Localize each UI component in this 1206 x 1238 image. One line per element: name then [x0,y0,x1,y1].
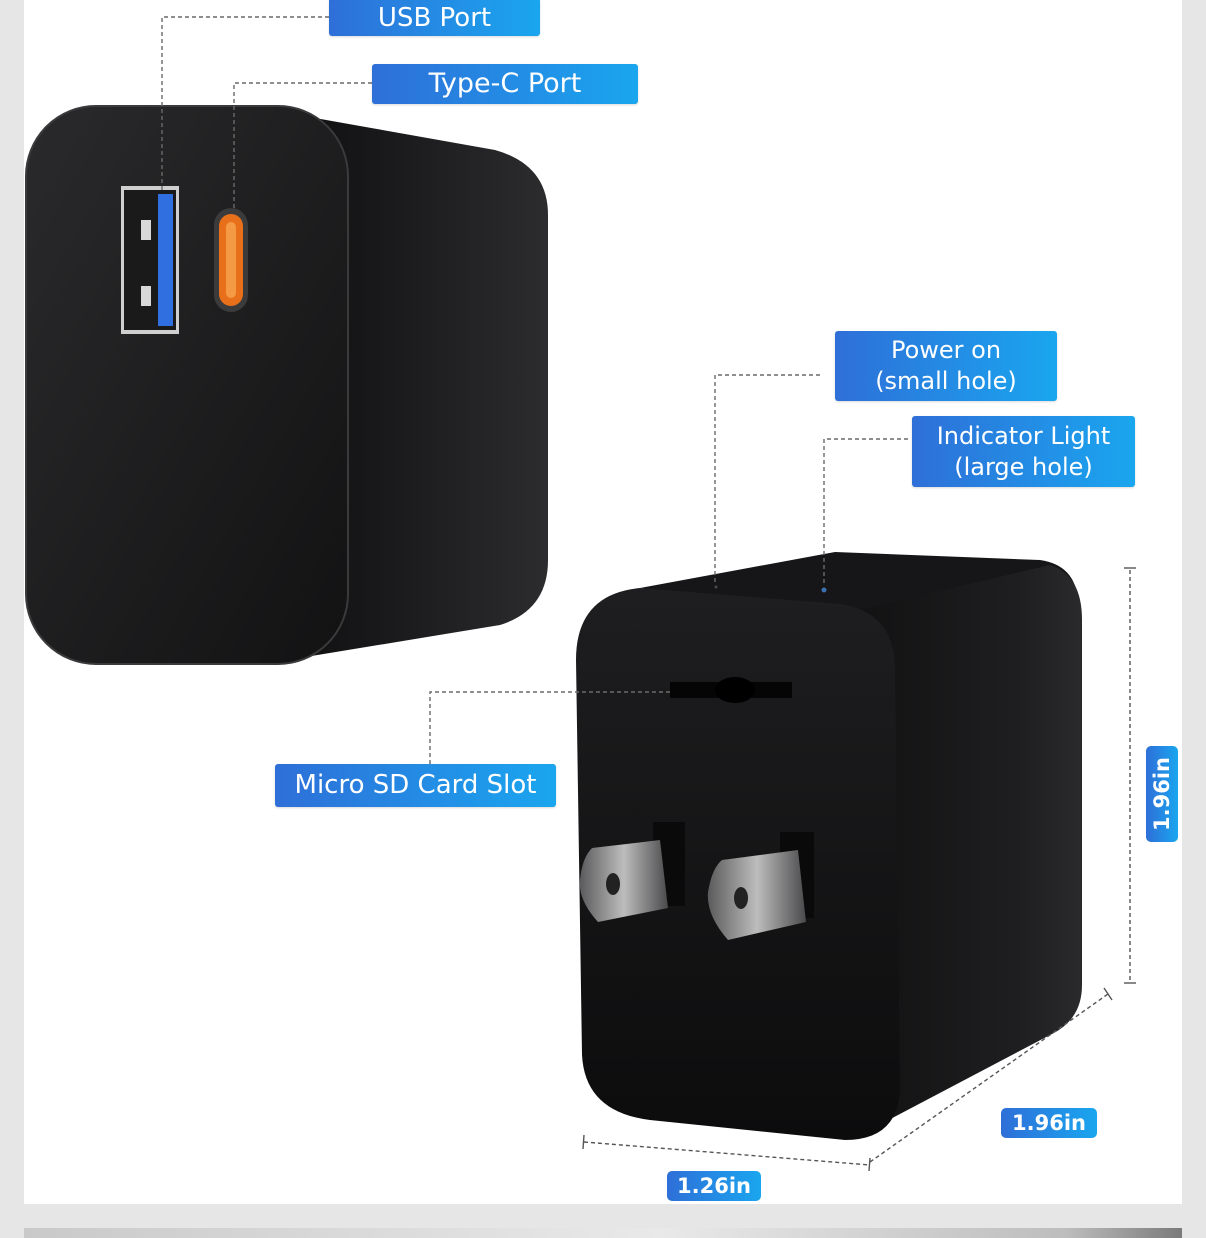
micro-sd-slot [670,677,792,703]
type-c-port-leader [233,82,372,208]
power-on-leader [714,374,820,585]
usb-port-callout: USB Port [329,0,540,36]
charger-back-view [576,552,1082,1140]
depth-dimension-badge: 1.96in [1001,1108,1097,1138]
height-dimension-badge: 1.96in [1146,746,1178,842]
indicator-light-callout: Indicator Light (large hole) [912,416,1135,487]
type-c-port [214,208,248,312]
micro-sd-callout: Micro SD Card Slot [275,764,556,807]
micro-sd-leader [429,691,670,764]
dimension-lines [582,567,1136,1172]
usb-a-port [121,186,179,334]
width-dimension-badge: 1.26in [667,1171,761,1201]
next-image-strip [24,1228,1182,1238]
power-on-callout: Power on (small hole) [835,331,1057,401]
plug-prong-left [579,822,685,922]
indicator-light-hole [821,587,827,593]
charger-front-view [25,105,548,665]
indicator-light-leader [823,438,908,585]
leader-lines [161,16,908,764]
usb-port-leader [161,16,329,192]
charger-back-side [860,565,1082,1135]
power-on-hole [714,585,718,589]
type-c-port-callout: Type-C Port [372,64,638,104]
plug-prong-right [707,832,814,940]
charger-front-face [26,106,348,664]
